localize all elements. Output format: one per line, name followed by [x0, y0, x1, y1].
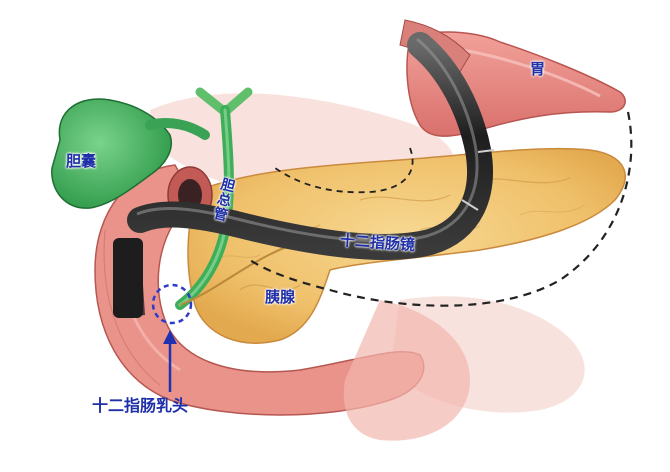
label-stomach: 胃 — [530, 60, 546, 78]
gallbladder — [51, 98, 210, 209]
dashed-outlines — [249, 111, 633, 307]
lower-intestine — [343, 300, 470, 441]
endoscope — [113, 32, 495, 318]
papilla-arrow — [163, 330, 177, 392]
label-papilla: 十二指肠乳头 — [92, 396, 189, 415]
label-gallbladder: 胆囊 — [66, 152, 97, 170]
label-pancreas: 胰腺 — [265, 288, 296, 306]
papilla-ring — [151, 283, 193, 325]
